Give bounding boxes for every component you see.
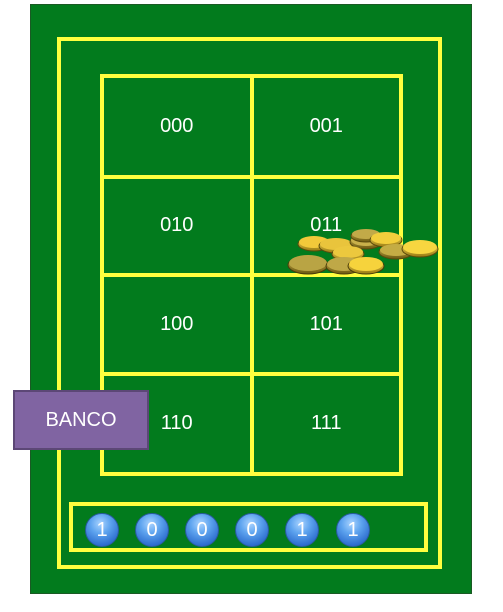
bit-ball-5[interactable]: 1 [285,513,319,547]
bet-cell-011[interactable]: 011 [251,176,399,275]
bit-ball-4[interactable]: 0 [235,513,269,547]
bit-ball-1[interactable]: 1 [85,513,119,547]
coin-middle-row [331,240,439,262]
bit-tray: 1 0 0 0 1 1 [69,502,428,552]
bit-ball-3[interactable]: 0 [185,513,219,547]
bet-cell-000[interactable]: 000 [104,78,252,177]
bet-cell-101[interactable]: 101 [251,275,399,374]
banco-button[interactable]: BANCO [13,390,149,450]
coin-front-row [287,255,385,275]
bet-cell-100[interactable]: 100 [104,275,252,374]
gold-coins-icon [287,229,439,275]
bit-ball-6[interactable]: 1 [336,513,370,547]
bet-cell-001[interactable]: 001 [251,78,399,177]
outer-frame [57,37,442,569]
betting-board: 000 001 010 011 100 101 110 111 [100,74,403,476]
bit-ball-2[interactable]: 0 [135,513,169,547]
coin-back-row [297,229,403,254]
bet-cell-110[interactable]: 110 [104,373,252,472]
bet-cell-111[interactable]: 111 [251,373,399,472]
bet-cell-010[interactable]: 010 [104,176,252,275]
